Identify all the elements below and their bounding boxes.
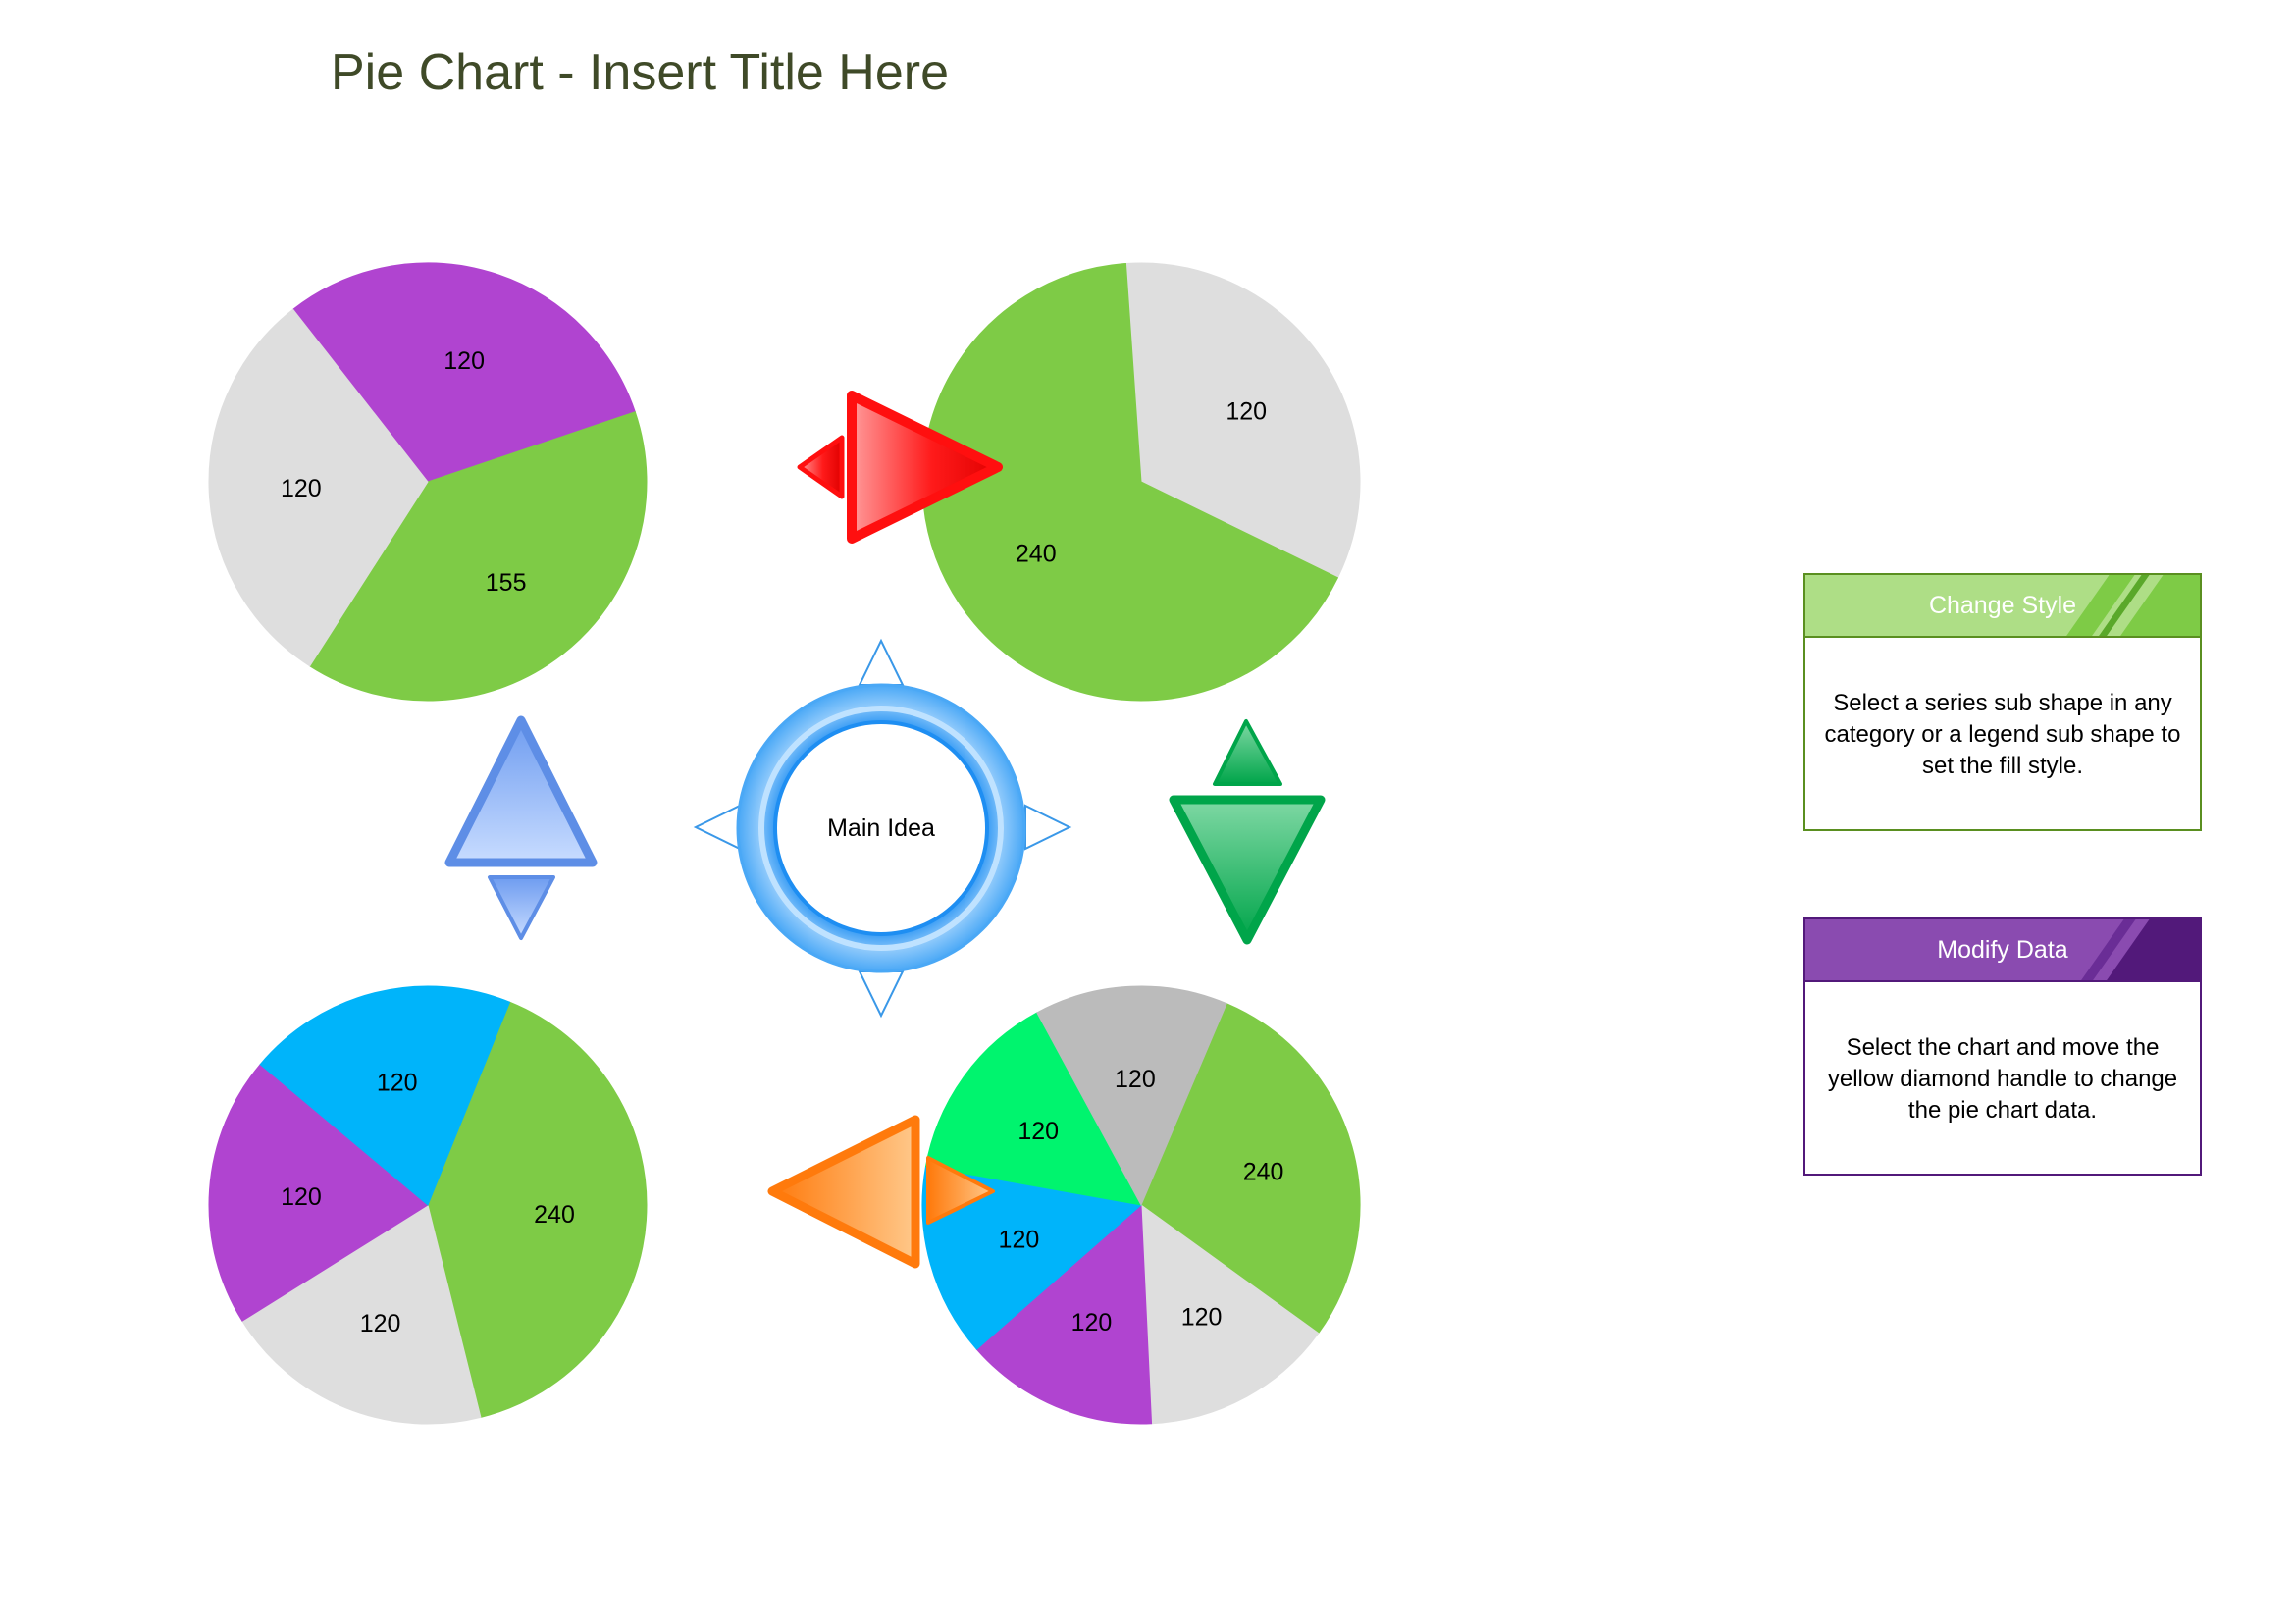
pie-slice-label: 120 — [360, 1310, 401, 1337]
compass-ring-inner — [758, 706, 1004, 951]
pie-slice-label: 120 — [1071, 1309, 1113, 1336]
pie-slice[interactable] — [921, 263, 1339, 702]
pie-slice[interactable] — [241, 1204, 482, 1425]
main-idea-label: Main Idea — [827, 814, 935, 842]
pie-slice[interactable] — [309, 411, 648, 702]
pie-slice[interactable] — [975, 1203, 1153, 1425]
pie-slice-label: 120 — [999, 1227, 1040, 1254]
change-style-card: Change Style Select a series sub shape i… — [1803, 573, 2202, 831]
modify-data-header: Modify Data — [1805, 919, 2200, 982]
modify-data-body: Select the chart and move the yellow dia… — [1827, 1033, 2178, 1124]
pie-slice[interactable] — [921, 1166, 1143, 1350]
compass-pointer-icon — [693, 638, 1072, 1019]
pie-charts-layer: 1201551201202402401201201202401201201201… — [208, 262, 1361, 1425]
change-style-header: Change Style — [1805, 575, 2200, 638]
pie-slice-label: 120 — [281, 475, 322, 502]
pie-slice[interactable] — [208, 1063, 429, 1322]
pie-slice-label: 120 — [377, 1070, 418, 1097]
pie-slice[interactable] — [208, 308, 429, 667]
main-idea-circle — [773, 720, 989, 936]
modify-data-title: Modify Data — [1937, 935, 2068, 964]
pie-slice-label: 120 — [1181, 1304, 1223, 1332]
change-style-body: Select a series sub shape in any categor… — [1824, 689, 2181, 779]
change-style-title: Change Style — [1928, 591, 2077, 619]
pie-chart-bottom-left[interactable]: 240 120 120 120 — [208, 985, 648, 1425]
pie-slice-label: 155 — [486, 569, 527, 597]
pie-slice-label: 240 — [1243, 1158, 1284, 1185]
red-right-arrow-icon — [797, 391, 1003, 544]
main-idea-compass[interactable]: Main Idea — [693, 638, 1072, 1019]
pie-chart-bottom-right[interactable]: 240 120 120 120 120 120 — [921, 985, 1361, 1425]
pie-slice[interactable] — [1140, 1003, 1361, 1335]
pie-slice[interactable] — [1140, 1203, 1320, 1425]
pie-slice-label: 240 — [1016, 540, 1057, 567]
pie-slice-label: 120 — [1226, 398, 1267, 426]
pie-slice[interactable] — [1124, 262, 1361, 579]
pie-slice[interactable] — [924, 1012, 1142, 1206]
pie-slice[interactable] — [259, 985, 511, 1206]
modify-data-card: Modify Data Select the chart and move th… — [1803, 917, 2202, 1176]
pie-chart-top-right[interactable]: 120 240 — [921, 262, 1361, 702]
pie-slice-label: 120 — [443, 347, 485, 375]
pie-slice-label: 120 — [1115, 1066, 1156, 1093]
page-title: Pie Chart - Insert Title Here — [331, 44, 949, 101]
green-down-arrow-icon — [1169, 719, 1326, 945]
pie-slice[interactable] — [292, 262, 636, 483]
blue-up-arrow-icon — [444, 715, 598, 940]
pie-slice[interactable] — [427, 1001, 648, 1418]
pie-slice-label: 240 — [534, 1201, 575, 1229]
pie-slice[interactable] — [1036, 985, 1227, 1207]
pie-slice-label: 120 — [1017, 1118, 1059, 1145]
pie-slice-label: 120 — [281, 1183, 322, 1211]
pie-chart-top-left[interactable]: 120 155 120 — [208, 262, 648, 702]
orange-left-arrow-icon — [767, 1115, 995, 1269]
